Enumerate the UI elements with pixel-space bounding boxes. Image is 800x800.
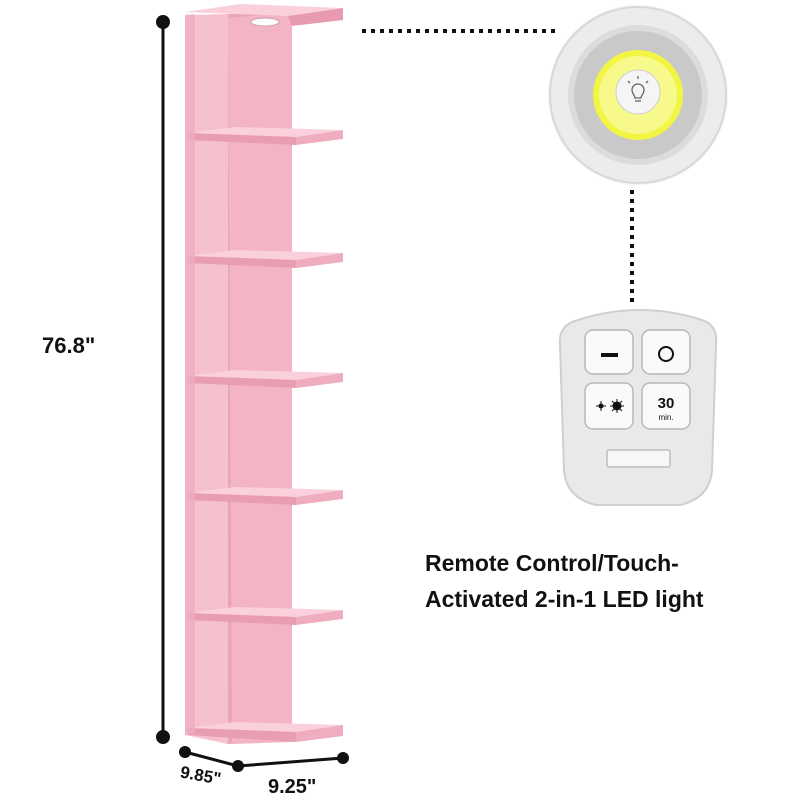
minus-icon (601, 353, 618, 357)
bulb-icon (627, 76, 649, 102)
timer-unit: min. (658, 413, 673, 422)
width-label: 9.25" (268, 776, 317, 798)
shelf (188, 127, 343, 145)
shelf (188, 607, 343, 625)
power-icon (658, 346, 674, 362)
timer-button: 30 min. (641, 382, 691, 430)
shelf-top (185, 4, 343, 27)
led-light-icon (250, 17, 280, 27)
timer-value: 30 (658, 395, 675, 412)
remote-label-slot (606, 449, 671, 468)
corner-shelf (185, 4, 343, 744)
caption: Remote Control/Touch- Activated 2-in-1 L… (425, 545, 704, 617)
base-dimension-lines (179, 746, 349, 772)
caption-line-1: Remote Control/Touch- (425, 550, 679, 576)
height-dimension-line (156, 15, 170, 744)
brightness-icon (596, 399, 624, 413)
minus-button (584, 329, 634, 375)
brightness-button (584, 382, 634, 430)
shelf (188, 250, 343, 268)
shelf (188, 487, 343, 505)
height-label: 76.8" (42, 333, 96, 358)
shelf-bottom (188, 722, 343, 742)
shelf (188, 370, 343, 388)
power-button (641, 329, 691, 375)
caption-line-2: Activated 2-in-1 LED light (425, 586, 704, 612)
remote-control: 30 min. (558, 309, 718, 506)
led-puck-light (548, 5, 728, 185)
